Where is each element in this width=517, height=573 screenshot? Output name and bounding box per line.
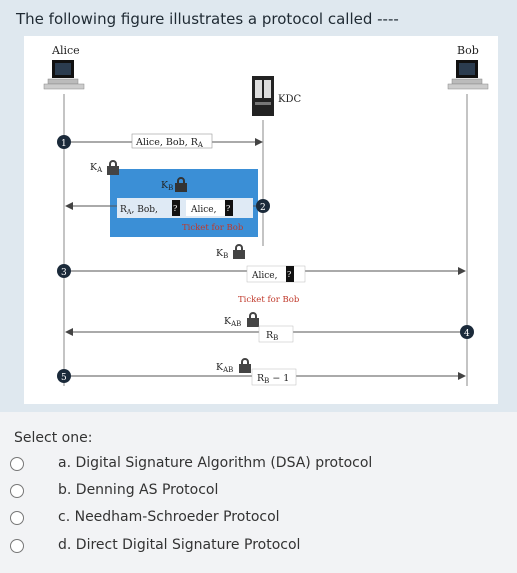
inner-ra-bob-text: RA, Bob,: [120, 205, 158, 216]
alice-ticket-box: [186, 200, 232, 216]
msg4-kab-text: KAB: [224, 316, 241, 328]
msg3-kb-label: K: [216, 248, 224, 259]
step-1-badge: 1: [57, 135, 71, 149]
option-b-radio[interactable]: [10, 484, 24, 498]
session-key-glyph: ?: [173, 204, 177, 213]
option-c-radio[interactable]: [10, 511, 24, 525]
step-2-badge: 2: [256, 199, 270, 213]
msg3-ticket-label: Ticket for Bob: [238, 295, 300, 305]
msg3-alice-label: Alice,: [251, 271, 277, 281]
alice-computer-icon: [43, 60, 85, 90]
answer-area: [0, 412, 517, 573]
ka-lock-icon: [107, 160, 119, 175]
kb-label: K: [161, 180, 169, 191]
msg5-kab-label: K: [216, 362, 224, 373]
msg1-label: Alice, Bob, R: [135, 137, 199, 148]
msg4-kab-sub: AB: [230, 320, 241, 328]
step-3-number: 3: [61, 268, 67, 278]
ka-sub: A: [96, 166, 103, 174]
ticket-key-glyph: ?: [226, 204, 230, 213]
msg3-kb-lock-icon: [233, 244, 245, 259]
option-c-label[interactable]: c. Needham-Schroeder Protocol: [58, 509, 280, 525]
msg5-kab-lock-icon: [239, 358, 251, 373]
option-a[interactable]: a. Digital Signature Algorithm (DSA) pro…: [10, 455, 410, 475]
inner-ra-sub: A: [126, 208, 132, 216]
step-5-number: 5: [61, 373, 67, 383]
step-1-number: 1: [61, 139, 67, 149]
option-b-label[interactable]: b. Denning AS Protocol: [58, 482, 219, 498]
option-d-radio[interactable]: [10, 539, 24, 553]
question-text: The following figure illustrates a proto…: [16, 10, 399, 28]
msg4-kab-lock-icon: [247, 312, 259, 327]
bob-label: Bob: [457, 44, 479, 57]
msg5-rb-text: RB − 1: [257, 373, 289, 385]
inner-bob-label: , Bob,: [131, 205, 157, 215]
protocol-diagram: Alice Bob KDC: [43, 44, 489, 386]
select-one-label: Select one:: [14, 430, 93, 446]
msg4-rb-box: [258, 325, 294, 343]
inner-alice-label: Alice,: [190, 205, 216, 215]
question-card: The following figure illustrates a proto…: [16, 10, 498, 404]
kb-lock-icon: [175, 177, 187, 192]
msg4-rb-label: R: [266, 330, 274, 341]
msg1-text: Alice, Bob, RA: [135, 137, 204, 149]
msg4-rb-text: RB: [266, 330, 278, 342]
inner-ra-label: R: [120, 205, 127, 215]
msg4-rb-sub: B: [273, 334, 278, 342]
step-2-number: 2: [260, 203, 266, 213]
option-d-label[interactable]: d. Direct Digital Signature Protocol: [58, 537, 301, 553]
msg3-kb-sub: B: [223, 252, 228, 260]
msg5-rb-suffix: − 1: [269, 373, 289, 384]
option-d[interactable]: d. Direct Digital Signature Protocol: [10, 537, 410, 557]
msg5-kab-text: KAB: [216, 362, 233, 374]
option-c[interactable]: c. Needham-Schroeder Protocol: [10, 509, 410, 529]
ka-text: KA: [90, 162, 103, 174]
step-3-badge: 3: [57, 264, 71, 278]
msg5-kab-sub: AB: [222, 366, 233, 374]
ka-label: K: [90, 162, 98, 173]
msg3-key-icon: ?: [286, 266, 294, 282]
option-b[interactable]: b. Denning AS Protocol: [10, 482, 410, 502]
bob-computer-icon: [447, 60, 489, 90]
kdc-server-icon: [252, 76, 274, 116]
msg1-box: [131, 133, 213, 149]
step-4-badge: 4: [460, 325, 474, 339]
option-a-radio[interactable]: [10, 457, 24, 471]
step-4-number: 4: [464, 329, 470, 339]
alice-label: Alice: [51, 44, 80, 57]
msg3-kb-text: KB: [216, 248, 228, 260]
msg4-kab-label: K: [224, 316, 232, 327]
msg1-sub: A: [197, 141, 204, 149]
kb-text: KB: [161, 180, 173, 192]
ticket-label: Ticket for Bob: [182, 223, 244, 233]
msg3-key-glyph: ?: [287, 270, 291, 279]
option-a-label[interactable]: a. Digital Signature Algorithm (DSA) pro…: [58, 455, 373, 471]
kdc-label: KDC: [278, 94, 301, 105]
msg5-rb-box: [251, 368, 297, 386]
session-key-icon: ?: [172, 200, 180, 216]
msg5-rb-label: R: [257, 373, 265, 384]
step-5-badge: 5: [57, 369, 71, 383]
msg5-rb-sub: B: [264, 377, 269, 385]
ticket-key-icon: ?: [225, 200, 233, 216]
kb-sub: B: [168, 184, 173, 192]
protocol-figure: Alice Bob KDC: [24, 36, 498, 404]
